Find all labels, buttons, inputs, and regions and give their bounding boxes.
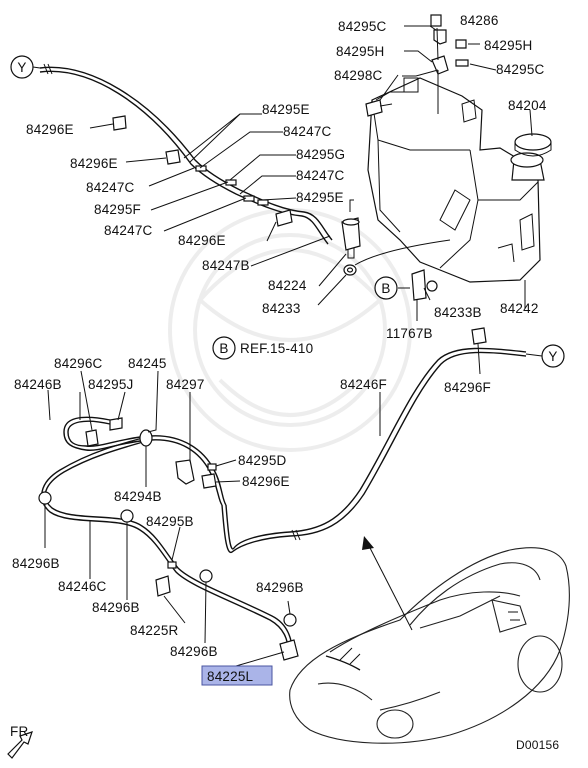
part-label: 84225R <box>130 623 179 638</box>
part-label: 84246F <box>340 377 387 392</box>
nozzle-84225L <box>279 639 299 661</box>
part-label: 84296B <box>12 556 60 571</box>
part-label: 84233B <box>434 305 482 320</box>
front-label: FR <box>10 724 28 739</box>
part-label: 84247C <box>86 180 135 195</box>
clip-84296B-b <box>120 509 134 523</box>
part-label: 84294B <box>114 489 162 504</box>
part-label: 84296B <box>256 580 304 595</box>
part-label: 84296F <box>444 380 491 395</box>
part-label: 84247B <box>202 258 250 273</box>
clip-84296C <box>85 429 99 447</box>
joint-84295C-right <box>455 59 469 67</box>
washer-tank <box>367 77 541 283</box>
part-label: 84246B <box>14 377 62 392</box>
marker-y-right: Y <box>541 344 565 368</box>
part-label: 84233 <box>262 301 301 316</box>
part-label: 84247C <box>104 223 153 238</box>
part-label: 84245 <box>128 356 167 371</box>
elbow-84295H <box>431 55 449 75</box>
highlighted-part-label: 84225L <box>207 669 254 684</box>
part-label: 84224 <box>268 278 307 293</box>
part-label: 84295E <box>262 102 310 117</box>
part-label: 84298C <box>334 68 383 83</box>
marker-y-label: Y <box>17 60 26 75</box>
marker-b-ref: B <box>212 336 236 360</box>
part-label: 84296E <box>26 122 74 137</box>
joint-84295H-right <box>455 39 467 49</box>
clip-84296E-d <box>201 473 217 489</box>
part-label: 84295H <box>336 44 385 59</box>
part-label: 84295E <box>296 190 344 205</box>
clip-84296B-d <box>283 613 297 627</box>
tank-cap-84204 <box>514 133 552 157</box>
joint-84295C <box>433 29 447 45</box>
part-label: 84286 <box>460 13 499 28</box>
part-label: 84246C <box>58 579 107 594</box>
marker-y-label: Y <box>548 349 557 364</box>
part-label: 84242 <box>500 301 539 316</box>
part-label: 84296E <box>178 233 226 248</box>
joint-84295D <box>207 463 217 471</box>
part-label: 84295F <box>94 202 141 217</box>
clip-84296B-c <box>199 569 213 583</box>
joint-84295J <box>109 417 123 431</box>
part-label: 84295G <box>296 147 345 162</box>
filler-neck <box>510 152 545 181</box>
part-label: 84295C <box>496 62 545 77</box>
bracket-84233B <box>411 269 438 301</box>
connector-84286 <box>430 14 442 27</box>
marker-y-top: Y <box>10 55 34 79</box>
part-label: 84297 <box>166 377 205 392</box>
clip-84296E-c <box>275 209 293 227</box>
clip-84296E-a <box>112 115 127 131</box>
clip-84296B-a <box>38 491 52 505</box>
highlighted-part-84225L[interactable]: 84225L <box>201 665 273 686</box>
diagram-code: D00156 <box>516 738 559 752</box>
part-label: 84295H <box>484 38 533 53</box>
marker-b-label: B <box>219 341 228 356</box>
part-label: 84247C <box>283 124 332 139</box>
part-label: 84296E <box>70 156 118 171</box>
washer-pump-84224 <box>341 217 361 259</box>
part-label: 84296E <box>242 474 290 489</box>
bracket-84297 <box>175 459 195 485</box>
joint-84295E <box>257 199 269 206</box>
reference-text: REF.15-410 <box>240 341 313 356</box>
clip-84296E-b <box>165 149 181 165</box>
part-label: 84295J <box>88 377 134 392</box>
part-label: 84204 <box>508 98 547 113</box>
part-label: 84247C <box>296 168 345 183</box>
grommet-84233 <box>343 264 357 276</box>
part-label: 84296B <box>170 644 218 659</box>
part-label: 84295D <box>238 453 287 468</box>
car-outline <box>289 547 570 744</box>
part-label: 84296B <box>92 600 140 615</box>
joint-84295B <box>167 561 177 569</box>
joint-84247C <box>195 165 207 172</box>
clip-84296F <box>471 327 487 345</box>
part-label: 11767B <box>386 326 433 341</box>
front-direction-arrow <box>7 731 33 759</box>
marker-b-tank: B <box>374 276 398 300</box>
joint-84294B <box>139 429 153 447</box>
bolt-84298C <box>365 99 393 117</box>
nozzle-84225R <box>155 575 171 597</box>
part-label: 84295C <box>338 19 387 34</box>
marker-b-label: B <box>381 281 390 296</box>
part-label: 84296C <box>54 356 103 371</box>
part-label: 84295B <box>146 514 194 529</box>
